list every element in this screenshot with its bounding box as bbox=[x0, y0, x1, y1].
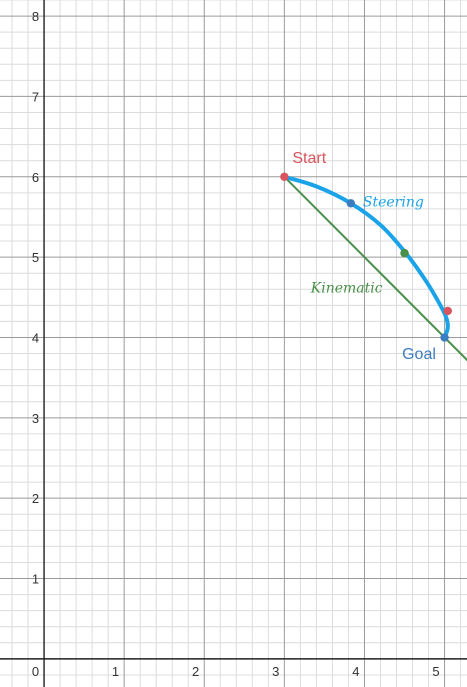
y-tick-label: 5 bbox=[32, 250, 39, 265]
data-point bbox=[346, 199, 356, 208]
kinematic-line bbox=[283, 176, 467, 362]
tick-labels: 0 1 2 3 4 5 1 2 3 4 5 6 7 8 bbox=[32, 9, 440, 679]
data-point bbox=[280, 172, 289, 181]
y-tick-label: 4 bbox=[32, 330, 39, 345]
x-tick-label: 0 bbox=[32, 664, 39, 679]
y-tick-label: 6 bbox=[32, 170, 39, 185]
x-tick-label: 3 bbox=[272, 664, 279, 679]
steering-curve bbox=[282, 174, 450, 340]
series-layer bbox=[282, 174, 467, 362]
data-point bbox=[400, 248, 409, 258]
annotation-start: Start bbox=[292, 150, 326, 167]
x-tick-label: 5 bbox=[432, 664, 439, 679]
annotation-goal: Goal bbox=[402, 346, 436, 363]
y-tick-label: 1 bbox=[32, 572, 39, 587]
annotation-steering: Steering bbox=[363, 195, 424, 211]
data-point bbox=[443, 306, 452, 316]
annotation-kinematic: Kinematic bbox=[310, 280, 383, 296]
y-tick-label: 3 bbox=[32, 411, 39, 426]
x-tick-label: 2 bbox=[192, 664, 199, 679]
x-tick-label: 1 bbox=[112, 664, 119, 679]
y-tick-label: 2 bbox=[32, 491, 39, 506]
points-layer bbox=[280, 172, 452, 342]
data-point bbox=[440, 333, 449, 342]
y-tick-label: 7 bbox=[32, 89, 39, 104]
y-tick-label: 8 bbox=[32, 9, 39, 24]
x-tick-label: 4 bbox=[352, 664, 359, 679]
